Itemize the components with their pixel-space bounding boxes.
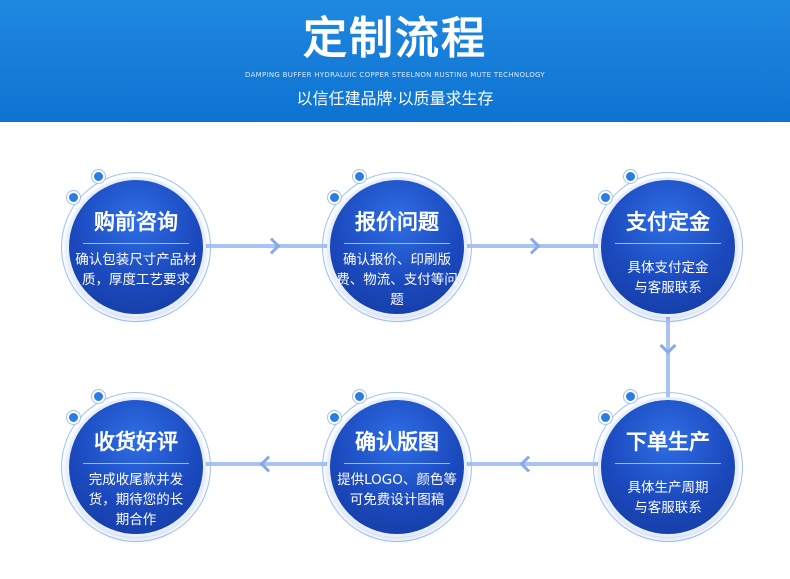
step-body: 确认包装尺寸产品材质，厚度工艺要求	[75, 252, 197, 288]
step-ring	[322, 172, 472, 322]
header-banner: 定制流程 DAMPING BUFFER HYDRALUIC COPPER STE…	[0, 0, 790, 122]
page-title: 定制流程	[303, 13, 487, 64]
step-title: 购前咨询	[94, 210, 178, 234]
page-slogan: 以信任建品牌·以质量求生存	[296, 89, 494, 108]
step-body: 确认报价、印刷版费、物流、支付等问题	[336, 252, 458, 308]
step-divider	[344, 463, 450, 464]
step-divider	[615, 243, 721, 244]
step-ring	[322, 392, 472, 542]
step-title: 确认版图	[355, 430, 439, 454]
step-dot	[67, 191, 80, 204]
step-body: 具体支付定金与客服联系	[627, 260, 709, 296]
step-dot	[92, 390, 105, 403]
step-dot	[328, 191, 341, 204]
step-dot	[353, 170, 366, 183]
step-dot	[67, 411, 80, 424]
step-title: 支付定金	[626, 210, 710, 234]
step-body: 提供LOGO、颜色等可免费设计图稿	[337, 472, 457, 508]
step-dot	[328, 411, 341, 424]
step-title: 报价问题	[355, 210, 439, 234]
step-dot	[599, 191, 612, 204]
step-dot	[624, 390, 637, 403]
step-circle-quote[interactable]: 报价问题 确认报价、印刷版费、物流、支付等问题	[330, 180, 464, 314]
step-circle-review[interactable]: 收货好评 完成收尾款并发货，期待您的长期合作	[69, 400, 203, 534]
step-ring	[61, 172, 211, 322]
step-circle-production[interactable]: 下单生产 具体生产周期与客服联系	[601, 400, 735, 534]
step-dot	[353, 390, 366, 403]
step-divider	[83, 243, 189, 244]
step-dot	[599, 411, 612, 424]
step-dot	[624, 170, 637, 183]
step-ring	[593, 172, 743, 322]
step-circle-consult[interactable]: 购前咨询 确认包装尺寸产品材质，厚度工艺要求	[69, 180, 203, 314]
step-divider	[344, 243, 450, 244]
step-circle-deposit[interactable]: 支付定金 具体支付定金与客服联系	[601, 180, 735, 314]
step-divider	[83, 463, 189, 464]
step-title: 收货好评	[94, 430, 178, 454]
step-title: 下单生产	[626, 430, 710, 454]
step-circle-proof[interactable]: 确认版图 提供LOGO、颜色等可免费设计图稿	[330, 400, 464, 534]
step-divider	[615, 463, 721, 464]
connector-line-right	[666, 244, 670, 464]
page-subtitle-en: DAMPING BUFFER HYDRALUIC COPPER STEELNON…	[245, 71, 545, 79]
step-body: 完成收尾款并发货，期待您的长期合作	[88, 472, 184, 528]
step-ring	[61, 392, 211, 542]
step-body: 具体生产周期与客服联系	[627, 480, 709, 516]
step-ring	[593, 392, 743, 542]
step-dot	[92, 170, 105, 183]
